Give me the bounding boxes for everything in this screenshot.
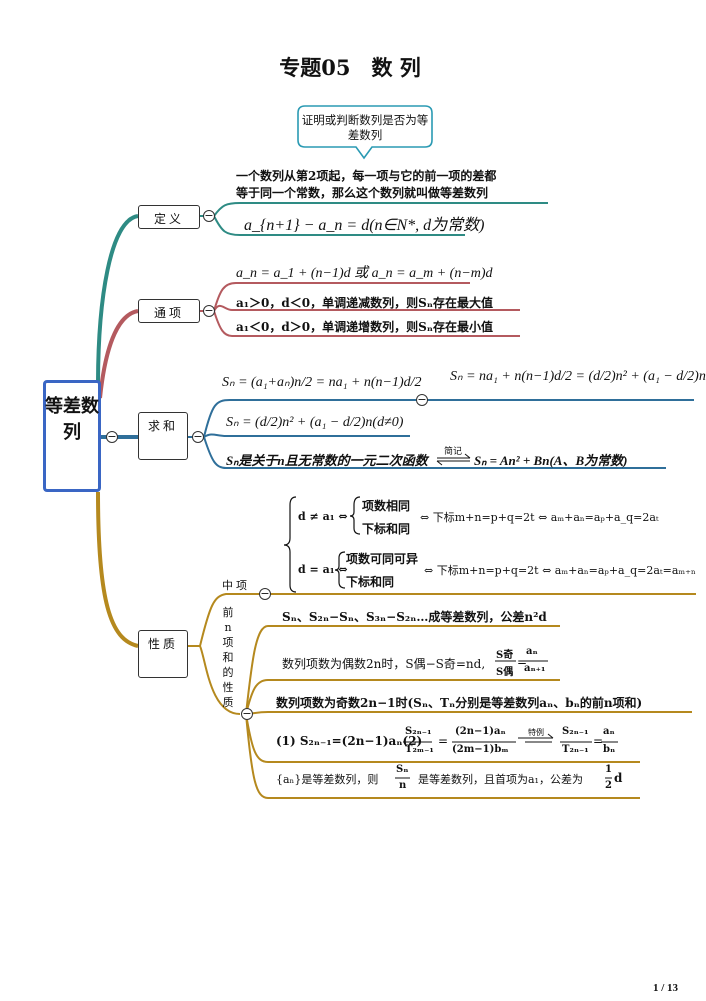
page-title: 专题05 数 列: [279, 55, 421, 80]
middle-c2a: 项数可同可异: [346, 552, 419, 566]
middle-c1b: 下标和同: [362, 522, 411, 536]
middle-c2b: 下标和同: [346, 575, 395, 589]
branch-label-property: 性质: [147, 637, 178, 651]
prefix-p5a: {aₙ}是等差数列，则: [276, 773, 379, 786]
simplified-arrow-label: 简记: [444, 447, 463, 457]
general-line2: a₁＜0，d＞0，单调递增数列，则Sₙ存在最小值: [236, 320, 494, 334]
equals-sign-1: =: [517, 655, 528, 669]
root-node[interactable]: [43, 380, 101, 492]
prefix-frac1-num: S₂ₙ₋₁: [405, 726, 432, 737]
prefix-frac1-den: T₂ₘ₋₁: [405, 744, 434, 755]
prefix-p2b-den: S偶: [496, 667, 514, 678]
prefix-frac3-num: S₂ₙ₋₁: [562, 726, 589, 737]
prefix-sum-label: 前n项和的性质: [222, 606, 234, 709]
general-line1: a₁＞0，d＜0，单调递减数列，则Sₙ存在最大值: [236, 296, 494, 310]
branch-node-property[interactable]: [138, 630, 188, 678]
prefix-p5-half-den: 2: [605, 780, 612, 791]
sum-formula-4a: Sₙ是关于n且无常数的一元二次函数: [226, 453, 428, 468]
equals-sign-3: =: [593, 734, 604, 748]
equals-sign-2: =: [438, 734, 449, 748]
middle-cond1: d ≠ a₁ ⇔: [298, 510, 348, 523]
prefix-p5-den: n: [399, 780, 407, 791]
prefix-frac4-den: bₙ: [603, 744, 616, 755]
root-node-label: 等差数列: [45, 396, 99, 443]
sum-formula-3: Sₙ = (d/2)n² + (a₁ − d/2)n(d≠0): [226, 415, 404, 430]
prefix-frac2-den: (2m−1)bₘ: [452, 744, 509, 755]
prefix-p2c-den: aₙ₊₁: [524, 663, 546, 674]
special-case-arrow-label: 特例: [528, 728, 544, 737]
branch-node-definition[interactable]: [138, 205, 200, 229]
collapse-icon[interactable]: −: [192, 430, 204, 443]
middle-c1r: ⇔ 下标m+n=p+q=2t ⇔ aₘ+aₙ=aₚ+a_q=2aₜ: [420, 511, 659, 524]
definition-formula: a_{n+1} − a_n = d(n∈N*, d为常数): [244, 217, 485, 234]
prefix-p2a: 数列项数为偶数2n时，S偶−S奇=nd,: [282, 657, 486, 671]
prefix-p2b-num: S奇: [496, 650, 514, 661]
callout-bubble: [297, 105, 433, 160]
sum-formula-2: Sₙ = na₁ + n(n−1)d/2 = (d/2)n² + (a₁ − d…: [450, 369, 706, 384]
collapse-icon[interactable]: −: [203, 304, 215, 317]
definition-text-line1: 一个数列从第2项起，每一项与它的前一项的差都: [236, 169, 497, 183]
collapse-icon[interactable]: −: [416, 393, 428, 406]
prefix-p5-num: Sₙ: [396, 764, 409, 775]
sum-formula-4b: Sₙ = An² + Bn(A、B为常数): [474, 453, 628, 468]
middle-c2r: ⇔ 下标m+n=p+q=2t ⇔ aₘ+aₙ=aₚ+a_q=2aₜ=aₘ₊ₙ: [424, 564, 696, 577]
prefix-frac4-num: aₙ: [603, 726, 615, 737]
middle-term-label: 中项: [222, 579, 250, 592]
definition-text-line2: 等于同一个常数，那么这个数列就叫做等差数列: [236, 186, 489, 200]
collapse-icon[interactable]: −: [241, 707, 253, 720]
branch-line-property: [96, 491, 139, 648]
prefix-frac2-num: (2n−1)aₙ: [455, 726, 506, 737]
sum-formula-1: Sₙ = (a₁+aₙ)n/2 = na₁ + n(n−1)d/2: [222, 375, 422, 390]
middle-cond2: d = a₁ ⇔: [298, 563, 348, 576]
branch-node-general[interactable]: [138, 299, 200, 323]
prefix-p2c-num: aₙ: [526, 646, 538, 657]
collapse-icon[interactable]: −: [106, 430, 118, 443]
branch-label-general: 通项: [153, 306, 184, 320]
branch-label-definition: 定义: [153, 212, 184, 226]
branch-line-definition: [96, 214, 139, 386]
prefix-p3: 数列项数为奇数2n−1时(Sₙ、Tₙ分别是等差数列aₙ、bₙ的前n项和): [276, 696, 643, 710]
prefix-p1: Sₙ、S₂ₙ−Sₙ、S₃ₙ−S₂ₙ…成等差数列，公差n²d: [282, 610, 547, 624]
prefix-p5-half-num: 1: [605, 764, 612, 775]
branch-line-general: [98, 309, 139, 399]
page-number: 1 / 13: [652, 982, 678, 994]
collapse-icon[interactable]: −: [259, 587, 271, 600]
prefix-p4a: (1) S₂ₙ₋₁=(2n−1)aₙ(2): [276, 734, 423, 748]
collapse-icon[interactable]: −: [203, 209, 215, 222]
branch-node-sum[interactable]: [138, 412, 188, 460]
prefix-p5b: 是等差数列，且首项为a₁，公差为: [418, 773, 583, 786]
general-formula: a_n = a_1 + (n−1)d 或 a_n = a_m + (n−m)d: [236, 266, 493, 281]
prefix-p5c: d: [614, 771, 623, 785]
middle-c1a: 项数相同: [362, 499, 411, 513]
callout-text: 证明或判断数列是否为等差数列: [301, 113, 429, 142]
prefix-frac3-den: T₂ₙ₋₁: [562, 744, 589, 755]
branch-label-sum: 求和: [147, 419, 178, 433]
